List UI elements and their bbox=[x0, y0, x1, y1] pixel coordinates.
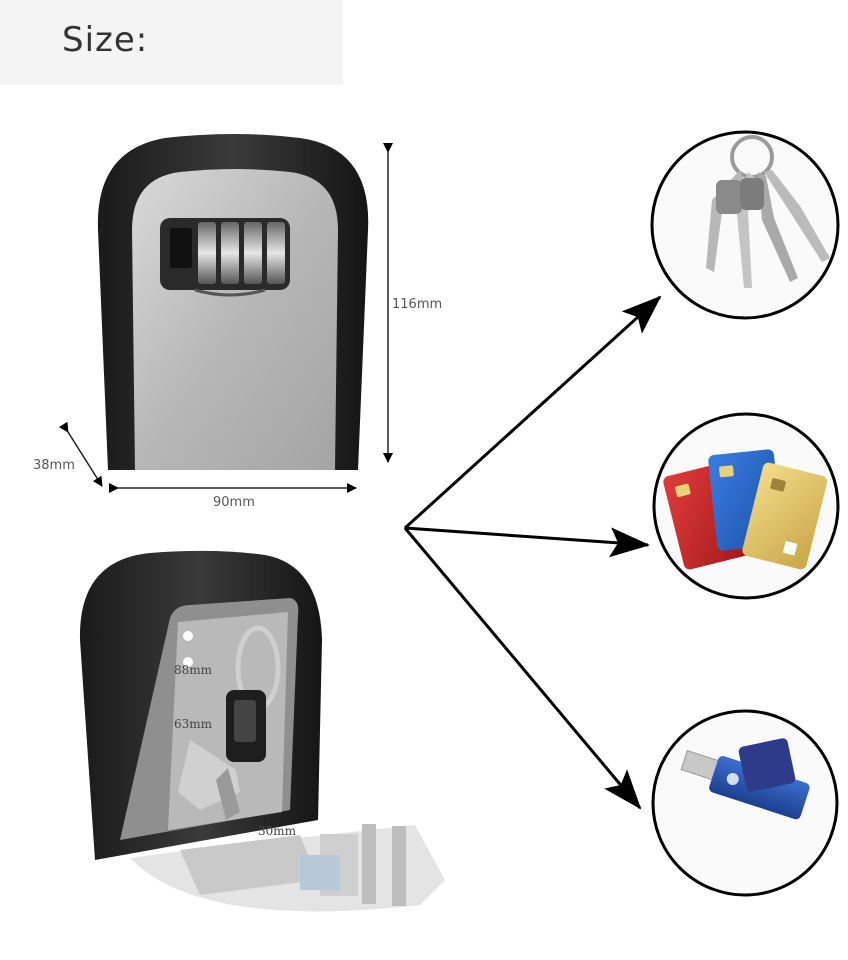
inner-width-label: 63mm bbox=[174, 717, 213, 731]
pointer-arrows bbox=[403, 295, 662, 810]
keys-icon bbox=[650, 130, 840, 320]
lock-box-open bbox=[79, 550, 445, 912]
page-title: Size: bbox=[62, 20, 149, 60]
usb-drive-icon bbox=[651, 709, 839, 897]
lock-box-closed bbox=[97, 134, 369, 470]
width-dimension-label: 90mm bbox=[213, 495, 255, 510]
inner-height-label: 88mm bbox=[174, 663, 213, 677]
height-dimension-label: 116mm bbox=[392, 297, 443, 312]
dimension-lines bbox=[58, 143, 393, 493]
inner-depth-label: 30mm bbox=[258, 824, 297, 838]
size-banner: Size: bbox=[0, 0, 343, 85]
depth-dimension-label: 38mm bbox=[33, 458, 75, 473]
credit-cards-icon bbox=[652, 412, 840, 600]
